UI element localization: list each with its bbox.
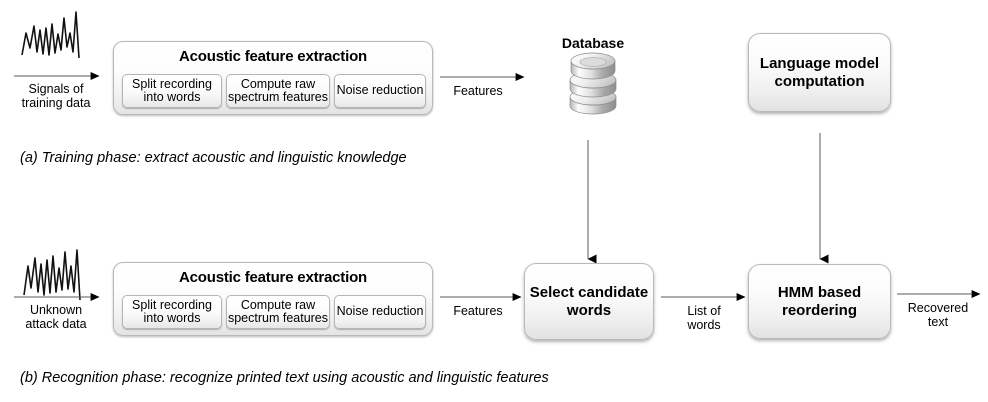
database-icon: [569, 52, 617, 115]
recognition-extractor-title: Acoustic feature extraction: [179, 269, 367, 286]
database-title: Database: [561, 35, 625, 51]
waveform-icon-recognition: [23, 249, 81, 301]
training-extractor-title: Acoustic feature extraction: [179, 48, 367, 65]
recognition-acoustic-feature-extraction-panel: Acoustic feature extraction Split record…: [113, 262, 433, 336]
recognition-step-compute-raw-spectrum[interactable]: Compute raw spectrum features: [226, 295, 330, 329]
training-step-split-recording[interactable]: Split recording into words: [122, 74, 222, 108]
training-step-noise-reduction[interactable]: Noise reduction: [334, 74, 426, 108]
hmm-based-reordering-box[interactable]: HMM based reordering: [748, 264, 891, 339]
training-features-label: Features: [453, 84, 503, 98]
training-acoustic-feature-extraction-panel: Acoustic feature extraction Split record…: [113, 41, 433, 115]
recognition-phase-caption: (b) Recognition phase: recognize printed…: [20, 370, 549, 386]
recognition-step-split-recording[interactable]: Split recording into words: [122, 295, 222, 329]
training-step-compute-raw-spectrum[interactable]: Compute raw spectrum features: [226, 74, 330, 108]
training-phase-caption: (a) Training phase: extract acoustic and…: [20, 150, 407, 166]
language-model-computation-box[interactable]: Language model computation: [748, 33, 891, 112]
recognition-input-label: Unknown attack data: [25, 303, 87, 331]
waveform-icon-training: [21, 11, 80, 59]
recognition-step-noise-reduction[interactable]: Noise reduction: [334, 295, 426, 329]
select-candidate-words-box[interactable]: Select candidate words: [524, 263, 654, 340]
recovered-text-label: Recovered text: [907, 301, 969, 329]
recognition-features-label: Features: [453, 304, 503, 318]
training-input-label: Signals of training data: [21, 82, 91, 110]
list-of-words-label: List of words: [687, 304, 721, 332]
